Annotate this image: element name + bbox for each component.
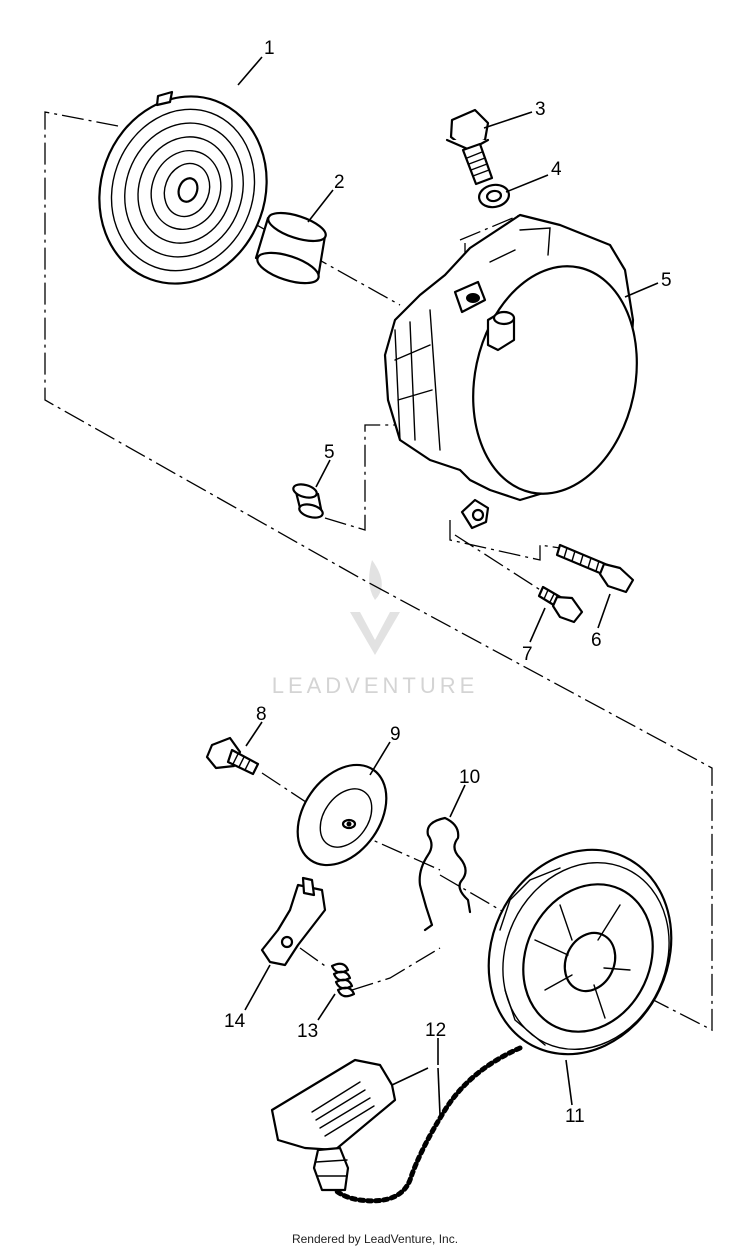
flange-bolt bbox=[445, 108, 494, 186]
callout-10: 10 bbox=[459, 767, 480, 788]
callout-11: 11 bbox=[565, 1106, 585, 1127]
callout-13: 13 bbox=[297, 1021, 318, 1042]
leader-lines bbox=[237, 56, 659, 1116]
callout-5-collar: 5 bbox=[324, 442, 335, 463]
recoil-spring bbox=[98, 90, 268, 285]
watermark-text: LEADVENTURE bbox=[272, 673, 479, 698]
callout-3: 3 bbox=[535, 99, 546, 120]
long-bolt bbox=[555, 543, 635, 594]
callout-4: 4 bbox=[551, 159, 562, 180]
spring-clip bbox=[418, 816, 472, 932]
compression-spring bbox=[330, 962, 356, 998]
collar bbox=[292, 483, 324, 519]
callout-7: 7 bbox=[522, 644, 533, 665]
callout-numbers: 1 2 3 4 5 5 6 7 8 9 10 11 12 13 14 bbox=[224, 38, 672, 1127]
friction-plate bbox=[296, 763, 388, 867]
screw bbox=[205, 736, 260, 776]
callout-6: 6 bbox=[591, 630, 602, 651]
watermark: LEADVENTURE bbox=[272, 560, 479, 698]
starter-housing bbox=[383, 213, 638, 530]
callout-2: 2 bbox=[334, 172, 345, 193]
footer-credit: Rendered by LeadVenture, Inc. bbox=[291, 1232, 459, 1246]
bushing bbox=[254, 211, 327, 285]
callout-5-housing: 5 bbox=[661, 270, 672, 291]
short-bolt bbox=[537, 585, 584, 624]
rope-and-handle bbox=[270, 1045, 523, 1204]
callout-14: 14 bbox=[224, 1011, 246, 1032]
callout-8: 8 bbox=[256, 704, 267, 725]
pawl bbox=[260, 876, 327, 967]
starter-pulley bbox=[487, 848, 673, 1056]
watermark-logo-icon bbox=[350, 560, 400, 655]
washer bbox=[478, 183, 510, 209]
callout-12: 12 bbox=[425, 1020, 446, 1041]
callout-9: 9 bbox=[390, 724, 401, 745]
callout-1: 1 bbox=[264, 38, 275, 59]
